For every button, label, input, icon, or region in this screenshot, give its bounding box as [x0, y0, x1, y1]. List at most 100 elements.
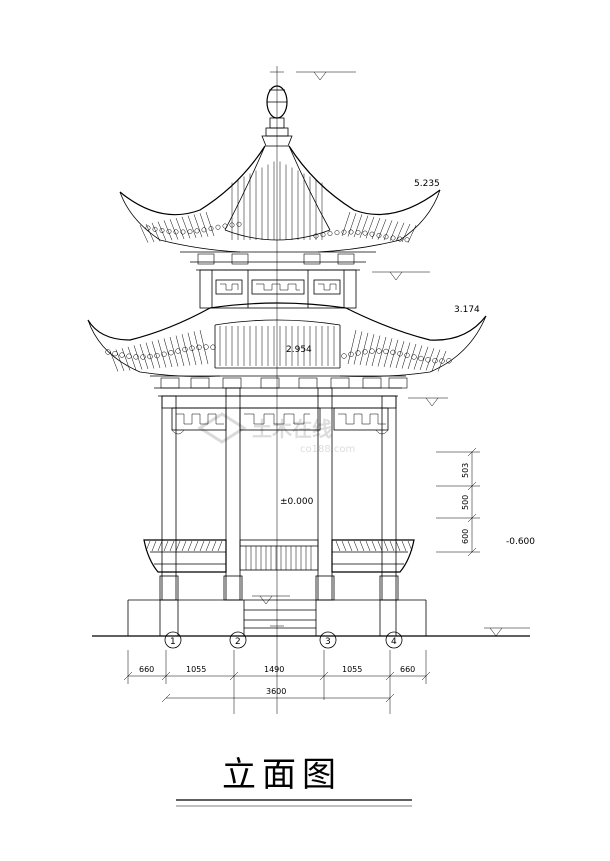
lower-roof-rafter — [419, 346, 429, 371]
hdim-1055-right: 1055 — [342, 665, 362, 674]
upper-tile-end — [187, 229, 193, 235]
lower-roof-rafter — [425, 348, 435, 371]
upper-tile-end — [397, 236, 403, 242]
elevation-marker-3174: 3.174 — [454, 305, 480, 315]
upper-tile-end — [334, 230, 340, 236]
upper-tile-end — [383, 234, 389, 240]
lower-tile-end — [203, 344, 209, 350]
lower-roof-ribs — [109, 326, 447, 372]
lower-roof-rafter — [145, 342, 155, 369]
elevation-marker-ground — [252, 595, 290, 605]
left-bench-slat — [169, 540, 175, 552]
upper-brackets — [197, 253, 355, 265]
upper-tile-end — [166, 228, 172, 234]
upper-tile-end — [313, 233, 319, 239]
upper-story — [199, 269, 357, 309]
lower-bracket — [260, 377, 280, 389]
left-bench-slat — [211, 540, 217, 552]
upper-roof-ribs — [139, 161, 417, 243]
watermark-main: 土木在线 — [252, 417, 332, 441]
horizontal-dimension-chain: 660 1055 1490 1055 660 3600 — [123, 650, 431, 714]
elevation-marker-lower-band — [408, 397, 448, 407]
upper-tile-end — [369, 231, 375, 237]
lower-tile-end — [383, 348, 389, 355]
right-bench-slat — [371, 540, 377, 552]
lower-tile-end — [390, 349, 396, 356]
lower-tile-end — [119, 352, 125, 358]
lower-roof-rafter — [181, 334, 191, 366]
lower-roof-rafter — [395, 341, 405, 369]
upper-tile-end — [348, 229, 354, 235]
upper-roof-rafter — [341, 211, 351, 237]
upper-bracket — [337, 253, 355, 265]
lower-tile-end — [376, 348, 382, 354]
lower-tile-end — [341, 353, 347, 359]
hdim-660-right: 660 — [400, 665, 415, 674]
upper-roof-rafter — [175, 217, 185, 240]
upper-tile-end — [173, 229, 179, 235]
upper-tile-end — [390, 235, 396, 241]
upper-tile-end — [152, 226, 158, 232]
lower-roof-rafter — [353, 331, 363, 365]
upper-roof-rafter — [145, 223, 155, 243]
lower-eave-band — [150, 375, 406, 397]
vdim-500: 500 — [461, 495, 470, 510]
lower-tile-end — [105, 349, 111, 355]
lower-tile-end — [404, 352, 410, 358]
lower-roof-rafter — [151, 341, 161, 369]
lower-roof-tiles — [105, 344, 452, 364]
lower-roof-rafter — [157, 339, 167, 368]
lower-tile-end — [432, 357, 438, 364]
lower-roof-rafter — [175, 335, 185, 367]
elevation-2954-label: 2.954 — [286, 345, 312, 355]
left-bench-slat — [175, 540, 181, 552]
upper-bracket — [197, 253, 215, 265]
lower-tile-end — [362, 349, 368, 355]
lower-tile-end — [168, 350, 174, 356]
lower-roof-rafter — [377, 336, 387, 367]
upper-tile-end — [222, 223, 228, 229]
lower-roof-rafter — [121, 348, 131, 371]
upper-roof-rafter — [347, 213, 357, 237]
lower-tile-end — [126, 353, 132, 359]
upper-tile-end — [327, 231, 333, 236]
lower-tile-end — [411, 354, 417, 360]
lower-tile-end — [147, 353, 153, 360]
lower-bracket — [190, 377, 210, 389]
lower-tile-end — [175, 348, 181, 354]
hdim-1055-left: 1055 — [186, 665, 206, 674]
elevation-3174-label: 3.174 — [454, 305, 480, 315]
lower-tile-end — [182, 346, 188, 353]
lower-tile-end — [196, 344, 202, 351]
lower-tile-end — [133, 354, 139, 360]
right-bench-slat — [389, 540, 395, 552]
lower-bracket — [388, 377, 408, 389]
right-bench — [331, 539, 415, 573]
lower-roof-rafter — [133, 345, 143, 370]
left-bench-slat — [145, 540, 151, 552]
lower-bracket — [330, 377, 350, 389]
lower-roof-rafter — [407, 343, 417, 370]
watermark: 土木在线 co188.com — [197, 412, 355, 455]
upper-tile-end — [376, 232, 382, 238]
right-bench-slat — [335, 540, 341, 552]
upper-roof-rafter — [395, 222, 405, 242]
vdim-600: 600 — [461, 529, 470, 544]
vertical-dimension-chain: 503 500 600 — [436, 447, 480, 557]
right-bench-slat — [407, 540, 413, 552]
railing-balusters — [245, 546, 312, 570]
lower-tile-end — [348, 351, 354, 358]
right-bench-slat — [383, 540, 389, 552]
lower-bracket — [362, 377, 382, 389]
left-bench-slat — [193, 540, 199, 552]
pavilion-base — [127, 599, 427, 636]
lower-roof-rafter — [139, 343, 149, 370]
upper-roof-rafter — [181, 216, 191, 239]
lower-roof-rafter — [359, 332, 369, 366]
upper-roof-rafter — [187, 215, 197, 238]
elevation-marker-5235: 5.235 — [414, 179, 440, 189]
lower-tile-end — [161, 351, 167, 357]
upper-roof-rafter — [377, 219, 387, 240]
right-bench-slat — [353, 540, 359, 552]
